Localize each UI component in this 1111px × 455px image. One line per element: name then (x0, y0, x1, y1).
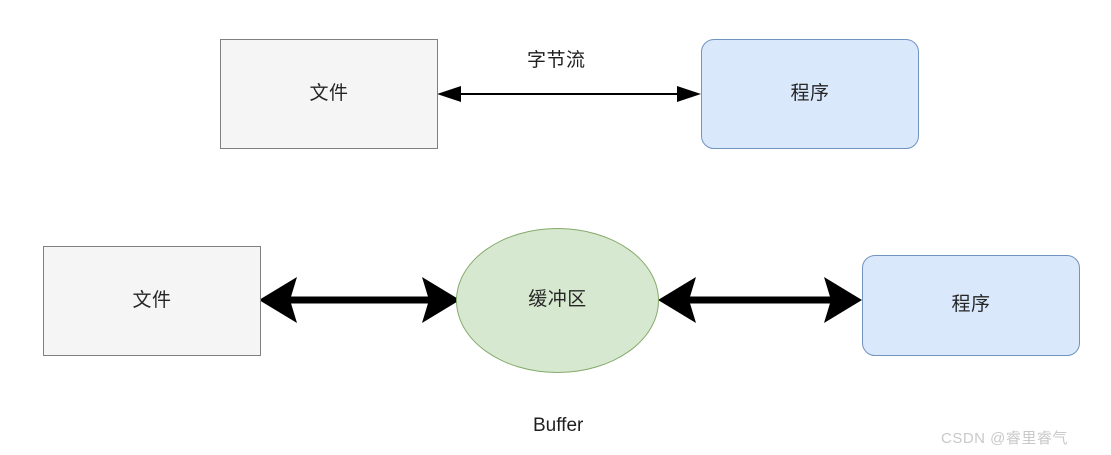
node-program-top-label: 程序 (790, 82, 830, 104)
edge-byte-stream-arrowhead-left (437, 86, 461, 102)
edge-byte-stream-arrowhead-right (677, 86, 701, 102)
node-buffer[interactable]: 缓冲区 (456, 228, 659, 373)
edge-buffer-program-arrowhead-left (658, 277, 696, 323)
node-buffer-label: 缓冲区 (528, 289, 587, 311)
edge-file-buffer (259, 277, 460, 323)
node-program-bottom-label: 程序 (951, 294, 991, 316)
diagram-caption: Buffer (533, 415, 584, 436)
node-file-top[interactable]: 文件 (220, 39, 438, 149)
node-file-bottom-label: 文件 (132, 289, 172, 311)
node-program-top[interactable]: 程序 (701, 39, 919, 149)
edge-byte-stream (437, 86, 701, 102)
edge-buffer-program (658, 277, 862, 323)
edge-byte-stream-label: 字节流 (527, 50, 586, 71)
edge-file-buffer-arrowhead-left (259, 277, 297, 323)
edge-buffer-program-arrowhead-right (824, 277, 862, 323)
csdn-watermark: CSDN @睿里睿气 (941, 430, 1068, 447)
node-file-top-label: 文件 (309, 82, 349, 104)
node-program-bottom[interactable]: 程序 (862, 255, 1080, 356)
edge-file-buffer-arrowhead-right (422, 277, 460, 323)
node-file-bottom[interactable]: 文件 (43, 246, 261, 356)
